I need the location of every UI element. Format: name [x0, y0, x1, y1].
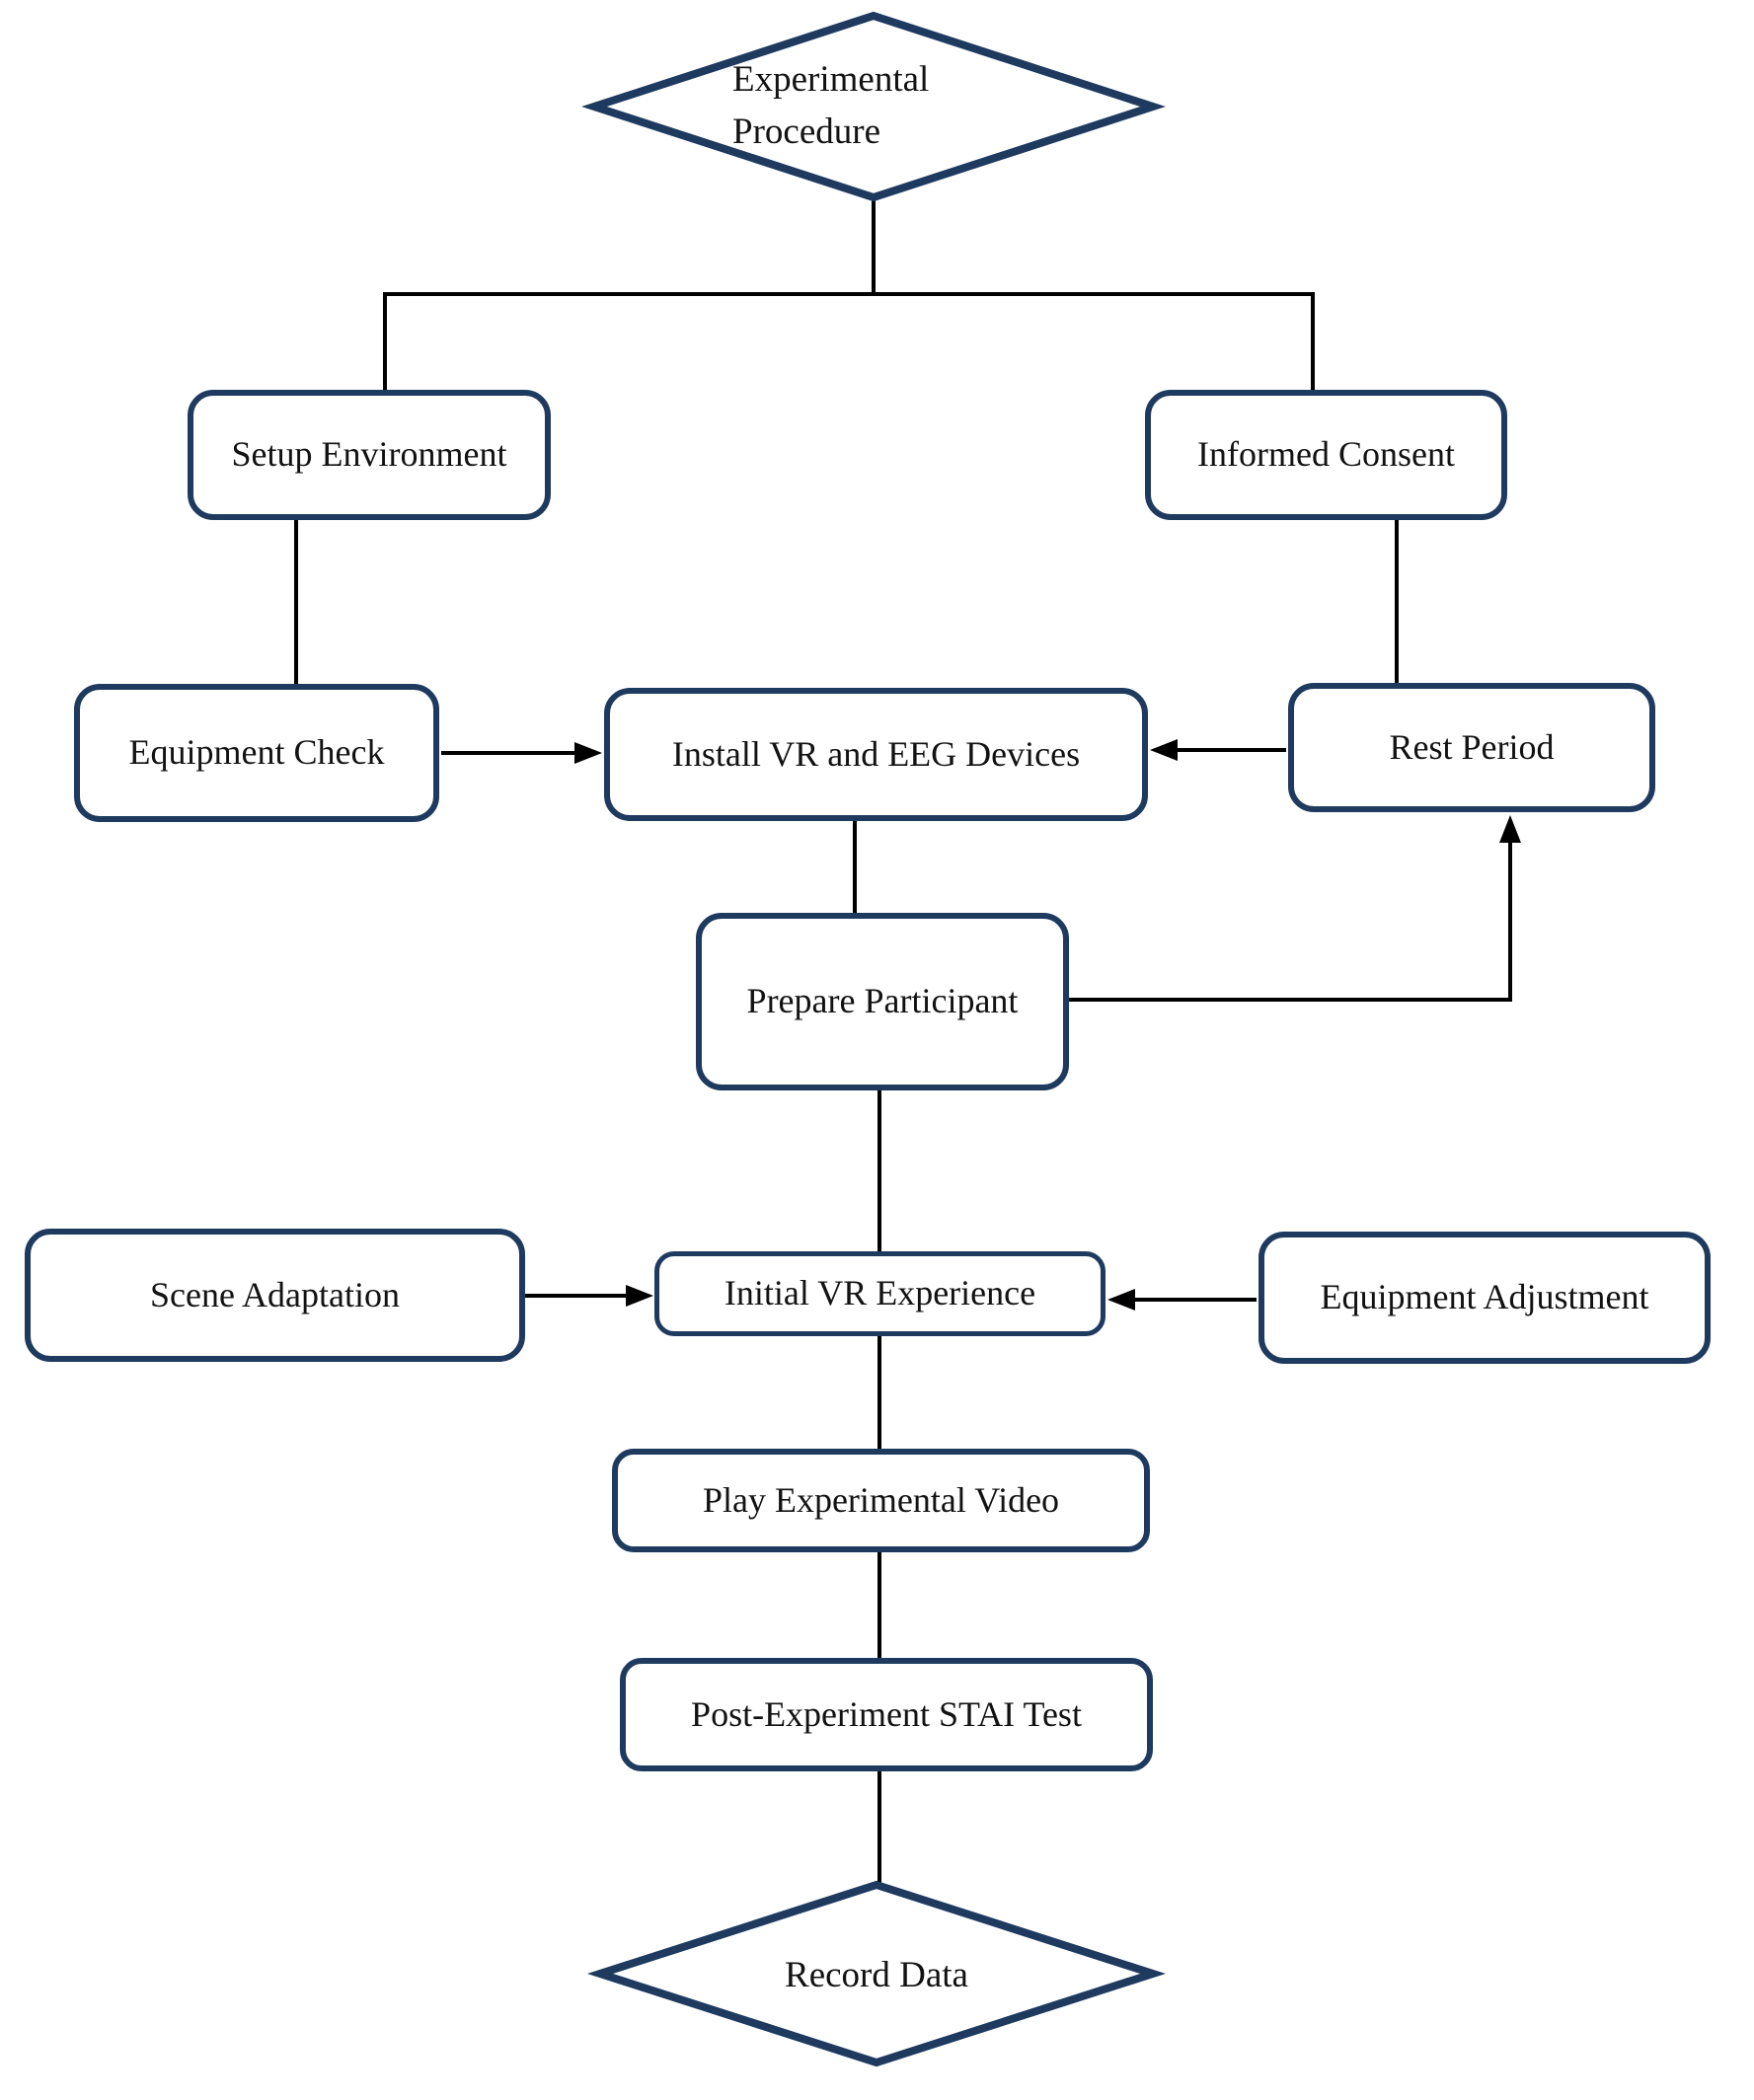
node-informed-consent: Informed Consent — [1145, 390, 1507, 520]
node-post-experiment-stai-test: Post-Experiment STAI Test — [620, 1658, 1153, 1771]
node-label-initial-vr-experience: Initial VR Experience — [724, 1273, 1036, 1313]
node-scene-adaptation: Scene Adaptation — [25, 1229, 525, 1362]
connector-top-branch — [383, 292, 1315, 390]
arrowhead-into-rest-period-bottom — [1499, 815, 1521, 843]
node-label-equipment-adjustment: Equipment Adjustment — [1320, 1277, 1649, 1317]
node-install-vr-eeg: Install VR and EEG Devices — [604, 688, 1148, 821]
arrowhead-into-install-left — [574, 742, 602, 764]
node-label-prepare-participant: Prepare Participant — [746, 981, 1019, 1021]
connector-prepare-to-rest-period-elbow — [1069, 839, 1512, 1002]
diamond-experimental-procedure — [581, 11, 1166, 202]
node-label-record-data: Record Data — [785, 1955, 968, 1995]
node-play-experimental-video: Play Experimental Video — [612, 1449, 1150, 1552]
node-equipment-check: Equipment Check — [74, 684, 439, 822]
node-rest-period: Rest Period — [1288, 683, 1655, 812]
arrowhead-into-initial-vr-right — [1107, 1289, 1135, 1311]
node-setup-environment: Setup Environment — [188, 390, 551, 520]
node-initial-vr-experience: Initial VR Experience — [654, 1251, 1106, 1336]
diamond-record-data — [586, 1880, 1167, 2067]
node-label-experimental-procedure: Experimental Procedure — [732, 59, 930, 152]
node-label-post-experiment-stai-test: Post-Experiment STAI Test — [691, 1693, 1082, 1734]
node-label-install-vr-eeg: Install VR and EEG Devices — [671, 733, 1081, 774]
arrowhead-into-install-right — [1150, 739, 1178, 761]
node-prepare-participant: Prepare Participant — [696, 913, 1069, 1090]
node-label-equipment-check: Equipment Check — [128, 732, 385, 773]
node-label-rest-period: Rest Period — [1389, 726, 1555, 767]
node-label-play-experimental-video: Play Experimental Video — [702, 1479, 1060, 1520]
node-label-scene-adaptation: Scene Adaptation — [150, 1274, 400, 1314]
arrowhead-into-initial-vr-left — [626, 1285, 653, 1307]
node-equipment-adjustment: Equipment Adjustment — [1258, 1232, 1711, 1364]
node-label-informed-consent: Informed Consent — [1197, 434, 1455, 475]
node-label-setup-environment: Setup Environment — [231, 434, 507, 475]
